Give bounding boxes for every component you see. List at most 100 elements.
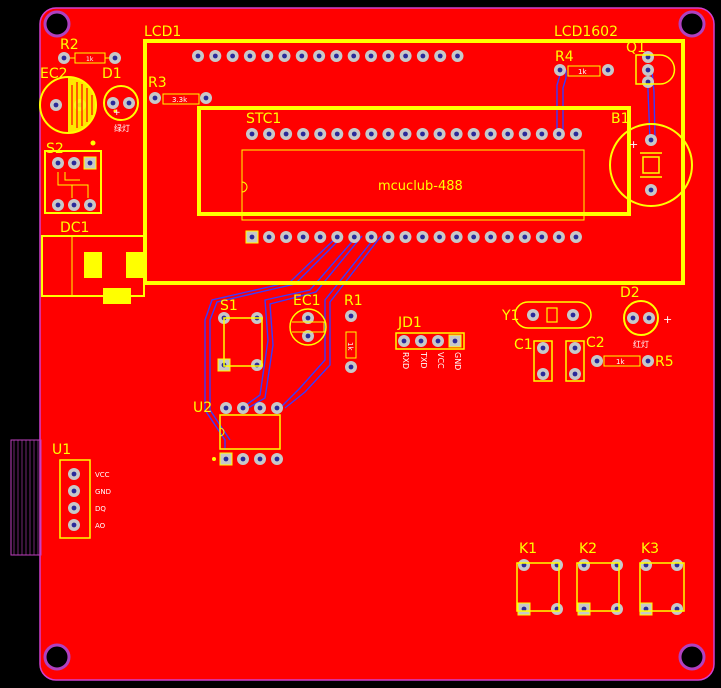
pad-hole [581, 606, 587, 612]
pad-hole [521, 606, 527, 612]
u1-pin-dq: DQ [95, 505, 106, 513]
pad-hole [418, 338, 424, 344]
pad-hole [556, 234, 562, 240]
label-k3: K3 [641, 541, 659, 557]
label-s2: S2 [46, 141, 64, 157]
pad-hole [299, 53, 305, 59]
pad-hole [614, 606, 620, 612]
label-r5: R5 [655, 354, 674, 370]
u2-footprint [212, 414, 281, 461]
pad-hole [223, 405, 229, 411]
d2-footprint [623, 300, 659, 336]
note-d2: 红灯 [633, 339, 649, 349]
pad-hole [488, 234, 494, 240]
pad-hole [305, 333, 311, 339]
pad-hole [71, 202, 77, 208]
pad-hole [274, 456, 280, 462]
pad-hole [454, 131, 459, 137]
pad-hole [522, 131, 528, 137]
label-dc1: DC1 [60, 220, 89, 236]
k3-footprint [639, 562, 685, 612]
pad-hole [203, 95, 209, 101]
pad-hole [539, 131, 545, 137]
label-r2: R2 [60, 37, 79, 53]
value-r3: 3.3k [172, 96, 188, 104]
value-r4: 1k [578, 68, 587, 76]
pad-hole [573, 131, 579, 137]
pad-hole [240, 405, 246, 411]
pad-hole [334, 53, 339, 59]
value-r2: 1k [86, 56, 94, 63]
pad-hole [572, 371, 578, 377]
pad-hole [274, 405, 280, 411]
value-r1: 1k [346, 342, 354, 351]
chip-marking: mcuclub-488 [378, 179, 463, 194]
r5-footprint [603, 355, 641, 367]
pad-hole [300, 131, 306, 137]
mounting-hole [43, 10, 71, 38]
pad-hole [674, 606, 680, 612]
pad-hole [334, 131, 340, 137]
pad-hole [614, 562, 620, 568]
pad-hole [71, 471, 77, 477]
label-u1: U1 [52, 442, 71, 458]
label-k2: K2 [579, 541, 597, 557]
label-r1: R1 [344, 293, 363, 309]
pad-hole [572, 345, 578, 351]
mounting-hole [678, 643, 706, 671]
u1-footprint [59, 459, 91, 539]
board-copper [39, 7, 715, 681]
plus-d2: + [663, 313, 672, 326]
pad-hole [539, 234, 545, 240]
u1-pin-vcc: VCC [95, 471, 110, 479]
pad-hole [540, 345, 546, 351]
pad-hole [557, 67, 563, 73]
pad-hole [540, 371, 546, 377]
pad-hole [454, 234, 459, 240]
pad-hole [645, 79, 651, 85]
label-ec1: EC1 [293, 293, 321, 309]
pad-hole [403, 53, 408, 59]
pad-hole [351, 53, 357, 59]
pad-hole [230, 53, 236, 59]
pad-hole [112, 55, 118, 61]
b1-footprint [609, 123, 693, 207]
label-c1: C1 [514, 337, 533, 353]
pad-hole [223, 456, 229, 462]
label-ec2: EC2 [40, 66, 68, 82]
pad-hole [455, 53, 460, 59]
mounting-hole [43, 643, 71, 671]
pad-hole [61, 55, 67, 61]
label-c2: C2 [586, 335, 605, 351]
pad-hole [71, 160, 77, 166]
pad-hole [368, 53, 374, 59]
pad-hole [317, 131, 323, 137]
pad-hole [240, 456, 246, 462]
pad-hole [505, 131, 511, 137]
chip-body [241, 149, 585, 221]
ec1-footprint [289, 308, 327, 346]
label-r3: R3 [148, 75, 167, 91]
pad-hole [334, 234, 340, 240]
pad-hole [648, 137, 654, 143]
value-r5: 1k [616, 358, 625, 366]
pad-hole [266, 234, 272, 240]
label-stc1: STC1 [246, 111, 281, 127]
pad-hole [55, 160, 61, 166]
pin1-marker [90, 140, 96, 146]
pad-hole [87, 202, 93, 208]
pad-hole [573, 234, 579, 240]
plus-d1: + [113, 108, 121, 118]
stc1-outline [197, 106, 631, 216]
pin1-marker [113, 109, 117, 113]
jd1-pin-rxd: RXD [401, 352, 410, 369]
q1-footprint [635, 54, 676, 85]
pad-hole [420, 131, 425, 137]
pad-hole [643, 562, 649, 568]
pad-hole [283, 234, 289, 240]
pad-hole [71, 488, 77, 494]
u1-keepout-hatch [13, 440, 39, 555]
pad-hole [71, 505, 77, 511]
pad-hole [437, 131, 442, 137]
